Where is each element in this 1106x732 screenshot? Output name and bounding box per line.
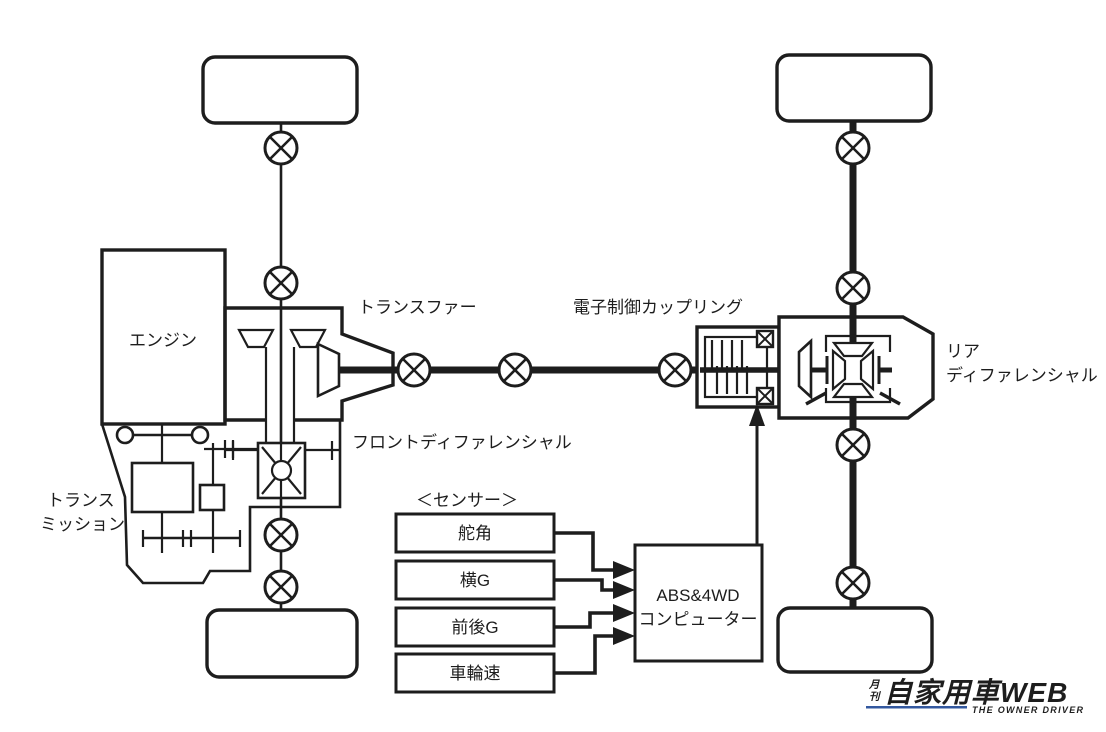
universal-joint-icon xyxy=(835,565,871,601)
logo-publication-char1: 月 xyxy=(868,679,880,691)
sensor-label: 前後G xyxy=(451,618,498,637)
bearing-xbox-icon xyxy=(755,386,775,406)
arrow-up-icon xyxy=(749,404,765,426)
universal-joint-icon xyxy=(497,352,533,388)
universal-joint-icon xyxy=(835,130,871,166)
universal-joint-icon xyxy=(835,270,871,306)
carrier-bracket xyxy=(824,334,892,352)
arrow-right-icon xyxy=(613,627,635,645)
transfer-case xyxy=(223,306,395,443)
universal-joint-icon xyxy=(396,352,432,388)
universal-joint-icon xyxy=(263,265,299,301)
sensors-header-label: ＜センサー＞ xyxy=(416,491,518,510)
sensor-label: 横G xyxy=(460,571,490,590)
gear-circle xyxy=(190,425,210,445)
gearbox-small-body xyxy=(198,483,226,512)
front-differential xyxy=(225,441,340,500)
arrow-right-icon xyxy=(613,604,635,622)
transmission-housing xyxy=(100,420,342,585)
computer-label-line2: コンピューター xyxy=(639,610,758,629)
sensor-box-wheel-speed xyxy=(394,652,556,694)
transmission-label-line2: ミッション xyxy=(40,515,125,534)
wheel-rear-upper xyxy=(775,53,933,123)
wheel-rear-lower xyxy=(776,606,934,674)
universal-joint-icon xyxy=(263,517,299,553)
engine-label: エンジン xyxy=(129,331,197,350)
ring-gear-cone xyxy=(797,338,813,400)
sensor-box-longitudinal-g xyxy=(394,606,556,648)
logo-main-text: 自家用車WEB xyxy=(884,677,1068,708)
wheel-front-lower xyxy=(205,608,359,679)
transfer-label: トランスファー xyxy=(358,298,477,317)
support-foot xyxy=(879,391,901,406)
diff-center-gear xyxy=(270,459,293,482)
engine-block: エンジン xyxy=(100,248,227,426)
front-diff-label: フロントディファレンシャル xyxy=(352,432,572,452)
rear-diff-label-line2: ディファレンシャル xyxy=(946,365,1098,385)
rear-diff-label-line1: リア xyxy=(946,342,980,361)
transfer-output-cone xyxy=(316,341,341,399)
transfer-gear-funnel xyxy=(289,328,327,349)
sensor-panel: ＜センサー＞ 舵角 横G 前後G 車輪速 xyxy=(394,491,635,694)
gear-circle xyxy=(115,425,135,445)
carrier-bracket xyxy=(824,388,892,404)
sensor-box-steering-angle xyxy=(394,512,556,554)
support-foot xyxy=(805,391,827,406)
sensor-label: 舵角 xyxy=(458,524,492,543)
universal-joint-icon xyxy=(263,569,299,605)
logo-tagline: THE OWNER DRIVER xyxy=(972,705,1084,715)
sensor-label: 車輪速 xyxy=(450,664,501,683)
transmission-label-line1: トランス xyxy=(47,491,115,510)
universal-joint-icon xyxy=(657,352,693,388)
bearing-xbox-icon xyxy=(755,329,775,349)
wheel-front-upper xyxy=(201,55,359,125)
electronic-coupling xyxy=(695,325,812,409)
rear-differential xyxy=(777,315,935,420)
coupling-label: 電子制御カップリング xyxy=(573,298,743,317)
logo-underline xyxy=(866,706,967,709)
logo-publication-char2: 刊 xyxy=(869,691,882,703)
universal-joint-icon xyxy=(263,130,299,166)
spider-gears xyxy=(831,341,875,399)
sensor-wires xyxy=(554,531,635,675)
computer-label-line1: ABS&4WD xyxy=(656,586,739,605)
universal-joint-icon xyxy=(835,427,871,463)
arrow-right-icon xyxy=(613,581,635,599)
computer-unit: ABS&4WD コンピューター xyxy=(633,404,765,663)
arrow-right-icon xyxy=(613,561,635,579)
gearbox-body xyxy=(130,461,195,514)
transfer-gear-funnel xyxy=(237,328,275,349)
owner-driver-logo: 月 刊 自家用車WEB THE OWNER DRIVER xyxy=(866,677,1084,715)
